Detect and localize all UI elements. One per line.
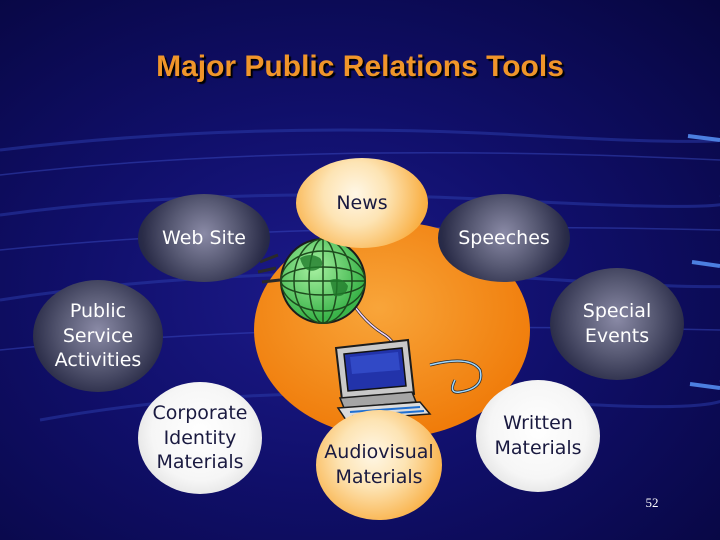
audiovisual-bubble: Audiovisual Materials bbox=[316, 410, 442, 520]
slide-title: Major Public Relations Tools bbox=[156, 50, 564, 83]
corporate-identity-label: Corporate Identity Materials bbox=[152, 401, 248, 474]
web-site-label: Web Site bbox=[162, 226, 246, 249]
computer-icon bbox=[334, 338, 418, 409]
audiovisual-label: Audiovisual Materials bbox=[324, 441, 434, 488]
special-events-bubble: Special Events bbox=[550, 268, 684, 380]
speeches-label: Speeches bbox=[458, 226, 550, 249]
news-label: News bbox=[336, 191, 388, 214]
corporate-identity-bubble: Corporate Identity Materials bbox=[138, 382, 262, 494]
special-events-label: Special Events bbox=[582, 300, 652, 347]
globe-icon bbox=[280, 238, 366, 324]
news-bubble: News bbox=[296, 158, 428, 248]
written-materials-label: Written Materials bbox=[494, 412, 582, 459]
public-service-bubble: Public Service Activities bbox=[33, 280, 163, 392]
speeches-bubble: Speeches bbox=[438, 194, 570, 282]
page-number: 52 bbox=[645, 495, 659, 510]
written-materials-bubble: Written Materials bbox=[476, 380, 600, 492]
web-site-bubble: Web Site bbox=[138, 194, 270, 282]
public-service-label: Public Service Activities bbox=[54, 299, 142, 372]
